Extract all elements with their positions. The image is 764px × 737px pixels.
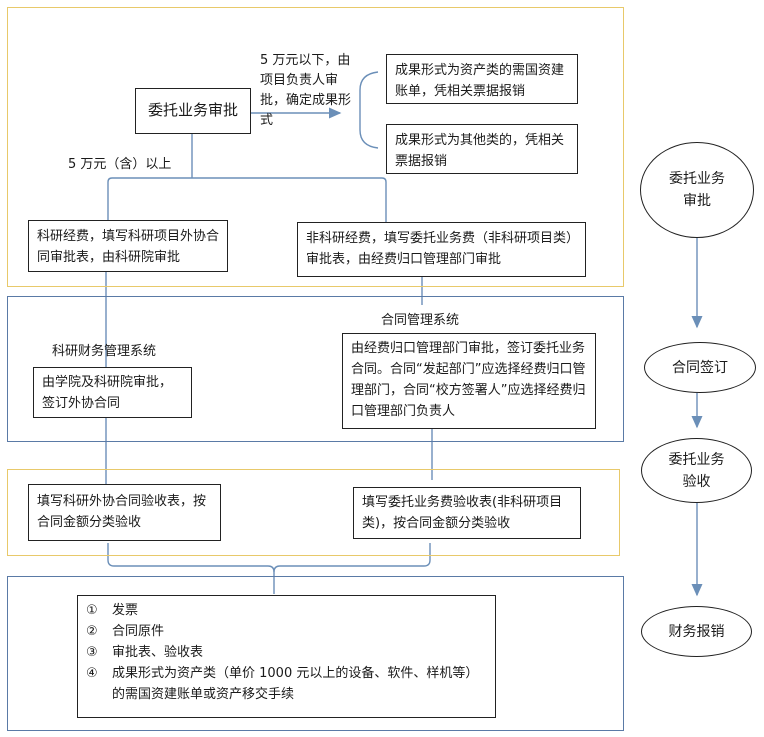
result-asset-box: 成果形式为资产类的需国资建账单，凭相关票据报销 [386, 54, 578, 104]
document-item: ② 合同原件 [86, 621, 487, 642]
research-acceptance-box: 填写科研外协合同验收表，按合同金额分类验收 [28, 484, 221, 541]
document-number: ② [86, 624, 98, 639]
small-amount-label: 5 万元以下，由项目负责人审批，确定成果形式 [260, 53, 352, 128]
approval-main-box: 委托业务审批 [135, 88, 251, 134]
document-number: ③ [86, 645, 98, 660]
document-item: ④ 成果形式为资产类（单价 1000 元以上的设备、软件、样机等）的需国资建账单… [86, 663, 487, 705]
document-text: 合同原件 [112, 624, 165, 639]
document-item: ③ 审批表、验收表 [86, 642, 487, 663]
document-item: ① 发票 [86, 600, 487, 621]
flow-step-reimbursement: 财务报销 [641, 606, 752, 657]
approval-main-label: 委托业务审批 [147, 101, 238, 119]
reimbursement-documents-box: ① 发票 ② 合同原件 ③ 审批表、验收表 ④ 成果形式为资产类（单价 1000… [77, 595, 496, 718]
document-text: 审批表、验收表 [112, 645, 204, 660]
research-finance-system-title: 科研财务管理系统 [52, 344, 157, 359]
approval-frame [7, 7, 624, 287]
document-text: 成果形式为资产类（单价 1000 元以上的设备、软件、样机等）的需国资建账单或资… [112, 666, 479, 702]
document-text: 发票 [112, 603, 139, 618]
flow-step-contract: 合同签订 [644, 342, 756, 393]
flow-step-acceptance: 委托业务验收 [641, 438, 752, 503]
reimbursement-frame [7, 576, 624, 731]
entrusted-acceptance-box: 填写委托业务费验收表(非科研项目类)，按合同金额分类验收 [353, 487, 581, 539]
acceptance-frame [7, 469, 620, 556]
document-number: ① [86, 603, 98, 618]
result-other-box: 成果形式为其他类的，凭相关票据报销 [386, 124, 578, 174]
large-amount-label: 5 万元（含）以上 [68, 157, 172, 172]
contract-system-title: 合同管理系统 [381, 313, 460, 328]
research-funding-box: 科研经费，填写科研项目外协合同审批表，由科研院审批 [28, 220, 228, 272]
external-contract-box: 由学院及科研院审批，签订外协合同 [33, 367, 192, 418]
nonresearch-funding-box: 非科研经费，填写委托业务费（非科研项目类）审批表，由经费归口管理部门审批 [297, 222, 586, 277]
flow-step-approval: 委托业务审批 [640, 142, 754, 238]
document-number: ④ [86, 666, 98, 681]
entrusted-contract-box: 由经费归口管理部门审批，签订委托业务合同。合同“发起部门”应选择经费归口管理部门… [342, 333, 596, 429]
contract-frame [7, 296, 624, 442]
